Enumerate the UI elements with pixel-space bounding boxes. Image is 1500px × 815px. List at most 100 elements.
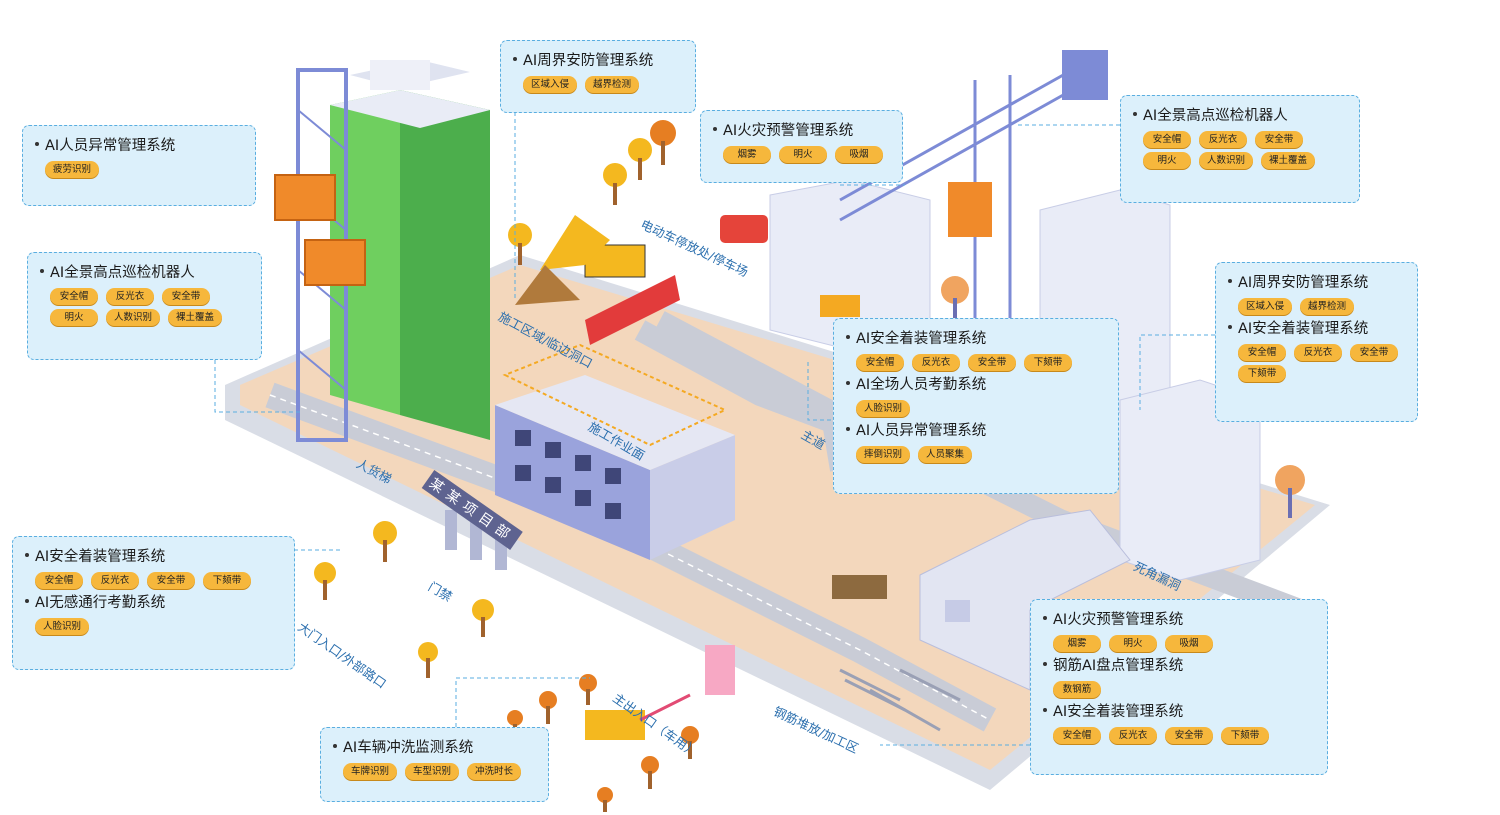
system-block: AI全景高点巡检机器人安全帽反光衣安全带明火人数识别裸土覆盖 [1133, 106, 1349, 169]
system-block: AI火灾预警管理系统烟雾明火吸烟 [1043, 610, 1317, 652]
tag-list: 人脸识别 [35, 618, 284, 635]
system-title: AI周界安防管理系统 [1228, 273, 1407, 293]
rebar-stack [839, 668, 961, 732]
feature-tag: 明火 [1109, 635, 1157, 652]
tag-list: 安全帽反光衣安全带下颏带 [1053, 727, 1317, 744]
tag-list: 安全帽反光衣安全带明火人数识别裸土覆盖 [1143, 131, 1349, 169]
system-title: AI全景高点巡检机器人 [40, 263, 251, 283]
bullet-icon [1043, 708, 1047, 712]
panel-3: AI全景高点巡检机器人安全帽反光衣安全带明火人数识别裸土覆盖 [1120, 95, 1360, 203]
panel-7: AI安全着装管理系统安全帽反光衣安全带下颏带 AI无感通行考勤系统人脸识别 [12, 536, 295, 670]
system-title-text: AI无感通行考勤系统 [35, 595, 166, 611]
feature-tag: 越界检测 [585, 76, 640, 93]
system-title: AI全场人员考勤系统 [846, 375, 1108, 395]
system-block: AI安全着装管理系统安全帽反光衣安全带下颏带 [1228, 319, 1407, 382]
feature-tag: 车牌识别 [343, 763, 398, 780]
feature-tag: 裸土覆盖 [168, 309, 223, 326]
system-block: AI全景高点巡检机器人安全帽反光衣安全带明火人数识别裸土覆盖 [40, 263, 251, 326]
feature-tag: 安全帽 [1238, 344, 1286, 361]
bullet-icon [846, 335, 850, 339]
system-title: AI安全着装管理系统 [25, 547, 284, 567]
bullet-icon [1228, 325, 1232, 329]
panel-0: AI周界安防管理系统区域入侵越界检测 [500, 40, 696, 113]
crane-load [820, 295, 860, 317]
system-title-text: AI车辆冲洗监测系统 [343, 740, 474, 756]
hoist-cage [304, 239, 366, 286]
system-block: AI周界安防管理系统区域入侵越界检测 [513, 51, 685, 93]
system-title-text: AI安全着装管理系统 [1053, 704, 1184, 720]
bullet-icon [713, 127, 717, 131]
system-title: AI无感通行考勤系统 [25, 593, 284, 613]
bullet-icon [25, 599, 29, 603]
system-block: AI安全着装管理系统安全帽反光衣安全带下颏带 [25, 547, 284, 589]
tag-list: 摔倒识别人员聚集 [856, 446, 1108, 463]
tag-list: 人脸识别 [856, 400, 1108, 417]
system-title-text: AI安全着装管理系统 [35, 549, 166, 565]
dirt-pile [515, 265, 580, 305]
tag-list: 烟雾明火吸烟 [723, 146, 892, 163]
system-title: AI人员异常管理系统 [846, 421, 1108, 441]
system-title: 钢筋AI盘点管理系统 [1043, 656, 1317, 676]
system-title-text: AI安全着装管理系统 [856, 331, 987, 347]
bullet-icon [846, 381, 850, 385]
tag-list: 安全帽反光衣安全带下颏带 [856, 354, 1108, 371]
tag-list: 安全帽反光衣安全带下颏带 [35, 572, 284, 589]
feature-tag: 区域入侵 [1238, 298, 1293, 315]
feature-tag: 安全帽 [50, 288, 98, 305]
bullet-icon [333, 744, 337, 748]
system-block: AI火灾预警管理系统烟雾明火吸烟 [713, 121, 892, 163]
bullet-icon [846, 427, 850, 431]
red-car [720, 215, 768, 243]
system-block: AI周界安防管理系统区域入侵越界检测 [1228, 273, 1407, 315]
feature-tag: 烟雾 [723, 146, 771, 163]
feature-tag: 安全帽 [35, 572, 83, 589]
panel-4: AI全景高点巡检机器人安全帽反光衣安全带明火人数识别裸土覆盖 [27, 252, 262, 360]
system-block: AI全场人员考勤系统人脸识别 [846, 375, 1108, 417]
system-block: AI安全着装管理系统安全帽反光衣安全带下颏带 [1043, 702, 1317, 744]
feature-tag: 安全带 [147, 572, 195, 589]
feature-tag: 冲洗时长 [467, 763, 522, 780]
feature-tag: 明火 [1143, 152, 1191, 169]
red-barrier [585, 275, 680, 345]
green-tower-side [400, 90, 490, 440]
tag-list: 区域入侵越界检测 [1238, 298, 1407, 315]
feature-tag: 明火 [779, 146, 827, 163]
feature-tag: 烟雾 [1053, 635, 1101, 652]
system-block: AI车辆冲洗监测系统车牌识别车型识别冲洗时长 [333, 738, 538, 780]
wash-truck [585, 710, 645, 740]
feature-tag: 反光衣 [1199, 131, 1247, 148]
system-block: AI人员异常管理系统摔倒识别人员聚集 [846, 421, 1108, 463]
feature-tag: 人数识别 [1199, 152, 1254, 169]
feature-tag: 裸土覆盖 [1261, 152, 1316, 169]
bullet-icon [40, 269, 44, 273]
feature-tag: 吸烟 [835, 146, 883, 163]
feature-tag: 反光衣 [91, 572, 139, 589]
feature-tag: 下颏带 [1024, 354, 1072, 371]
system-title-text: AI人员异常管理系统 [45, 138, 176, 154]
feature-tag: 人数识别 [106, 309, 161, 326]
tag-list: 烟雾明火吸烟 [1053, 635, 1317, 652]
tag-list: 安全帽反光衣安全带下颏带 [1238, 344, 1407, 382]
system-title: AI人员异常管理系统 [35, 136, 245, 156]
tag-list: 安全帽反光衣安全带明火人数识别裸土覆盖 [50, 288, 251, 326]
bullet-icon [1043, 662, 1047, 666]
system-block: 钢筋AI盘点管理系统数钢筋 [1043, 656, 1317, 698]
system-title-text: AI火灾预警管理系统 [723, 123, 854, 139]
bullet-icon [1043, 616, 1047, 620]
bullet-icon [513, 57, 517, 61]
system-title: AI安全着装管理系统 [1228, 319, 1407, 339]
system-title-text: AI周界安防管理系统 [1238, 275, 1369, 291]
gate-booth [705, 645, 735, 695]
feature-tag: 反光衣 [1109, 727, 1157, 744]
system-title: AI火灾预警管理系统 [1043, 610, 1317, 630]
office-building-front [495, 405, 650, 560]
feature-tag: 区域入侵 [523, 76, 578, 93]
bullet-icon [25, 553, 29, 557]
hoist-cage [274, 174, 336, 221]
feature-tag: 安全帽 [1143, 131, 1191, 148]
feature-tag: 反光衣 [912, 354, 960, 371]
feature-tag: 安全帽 [1053, 727, 1101, 744]
panel-2: AI火灾预警管理系统烟雾明火吸烟 [700, 110, 903, 183]
system-title: AI安全着装管理系统 [1043, 702, 1317, 722]
